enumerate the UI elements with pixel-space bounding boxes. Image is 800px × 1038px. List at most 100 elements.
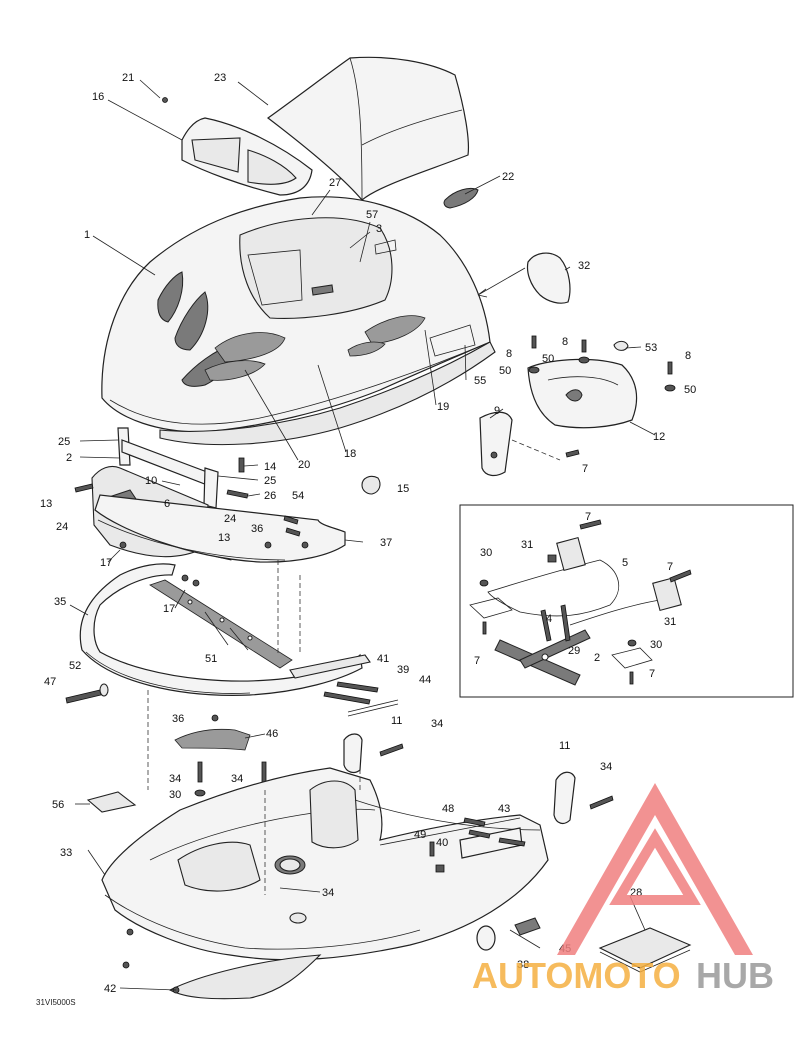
callout-20: 20 — [298, 459, 310, 471]
callout-26: 26 — [264, 490, 276, 502]
callout-22: 22 — [502, 171, 514, 183]
callout-30b: 30 — [480, 547, 492, 559]
callout-34d: 34 — [600, 761, 612, 773]
callout-34c: 34 — [231, 773, 243, 785]
callout-25b: 25 — [264, 475, 276, 487]
callout-34b: 34 — [169, 773, 181, 785]
callout-52: 52 — [69, 660, 81, 672]
callout-50b: 50 — [499, 365, 511, 377]
callout-4: 4 — [546, 613, 552, 625]
callout-2b: 2 — [594, 652, 600, 664]
callout-27: 27 — [329, 177, 341, 189]
callout-29: 29 — [568, 645, 580, 657]
callout-49: 49 — [414, 829, 426, 841]
callout-8a: 8 — [506, 348, 512, 360]
callout-46: 46 — [266, 728, 278, 740]
callout-19: 19 — [437, 401, 449, 413]
callout-13b: 13 — [218, 532, 230, 544]
callout-7a: 7 — [582, 463, 588, 475]
decal — [86, 791, 137, 813]
detail-inset — [459, 504, 794, 698]
callout-8c: 8 — [685, 350, 691, 362]
callout-42: 42 — [104, 983, 116, 995]
callout-47: 47 — [44, 676, 56, 688]
console-panel — [162, 97, 313, 196]
callout-7e: 7 — [649, 668, 655, 680]
callout-11a: 11 — [391, 715, 402, 727]
diagram-code: 31VI5000S — [36, 998, 76, 1007]
callout-7d: 7 — [474, 655, 480, 667]
callout-40: 40 — [436, 837, 448, 849]
callout-24b: 24 — [224, 513, 236, 525]
callout-11b: 11 — [559, 740, 570, 752]
callout-17a: 17 — [100, 557, 112, 569]
gauge-support — [479, 358, 638, 477]
callout-1: 1 — [84, 229, 90, 241]
callout-38: 38 — [517, 959, 529, 971]
callout-25a: 25 — [58, 436, 70, 448]
callout-39: 39 — [397, 664, 409, 676]
callout-30a: 30 — [169, 789, 181, 801]
watermark-text-a: AUTOMOTO — [472, 955, 681, 996]
callout-13a: 13 — [40, 498, 52, 510]
callout-32: 32 — [578, 260, 590, 272]
callout-2a: 2 — [66, 452, 72, 464]
callout-10: 10 — [145, 475, 157, 487]
windshield — [266, 56, 469, 201]
callout-labels: 21 16 23 22 27 57 3 1 32 8 8 53 8 50 50 … — [36, 72, 696, 1007]
callout-15: 15 — [397, 483, 409, 495]
callout-54: 54 — [292, 490, 304, 502]
callout-5: 5 — [622, 557, 628, 569]
callout-17b: 17 — [163, 603, 175, 615]
callout-51: 51 — [205, 653, 217, 665]
callout-6: 6 — [164, 498, 170, 510]
bumper — [65, 563, 399, 717]
callout-31b: 31 — [664, 616, 676, 628]
callout-50a: 50 — [542, 353, 554, 365]
small-parts-lower — [476, 917, 692, 973]
callout-30c: 30 — [650, 639, 662, 651]
lower-bracket — [94, 494, 346, 563]
callout-36a: 36 — [251, 523, 263, 535]
callout-34a: 34 — [431, 718, 443, 730]
callout-7c: 7 — [667, 561, 673, 573]
callout-3: 3 — [376, 223, 382, 235]
callout-9: 9 — [494, 405, 500, 417]
callout-8b: 8 — [562, 336, 568, 348]
mounting-brackets — [343, 733, 614, 873]
leader-lines — [69, 79, 656, 991]
watermark-text-b: HUB — [696, 955, 774, 996]
callout-21: 21 — [122, 72, 134, 84]
callout-37: 37 — [380, 537, 392, 549]
callout-31a: 31 — [521, 539, 533, 551]
callout-41: 41 — [377, 653, 389, 665]
bottom-pan — [101, 560, 549, 1000]
callout-36b: 36 — [172, 713, 184, 725]
callout-57: 57 — [366, 209, 378, 221]
callout-16: 16 — [92, 91, 104, 103]
callout-23: 23 — [214, 72, 226, 84]
callout-24a: 24 — [56, 521, 68, 533]
side-panel — [477, 252, 571, 304]
callout-53: 53 — [645, 342, 657, 354]
brace — [174, 714, 267, 797]
callout-14: 14 — [264, 461, 276, 473]
callout-44: 44 — [419, 674, 431, 686]
callout-48: 48 — [442, 803, 454, 815]
logo-triangle-icon — [557, 783, 753, 955]
fastener-group-upper — [528, 335, 676, 392]
callout-35: 35 — [54, 596, 66, 608]
callout-34e: 34 — [322, 887, 334, 899]
grab-handle — [443, 187, 479, 209]
callout-56: 56 — [52, 799, 64, 811]
callout-43: 43 — [498, 803, 510, 815]
callout-50c: 50 — [684, 384, 696, 396]
callout-7b: 7 — [585, 511, 591, 523]
callout-55: 55 — [474, 375, 486, 387]
callout-33: 33 — [60, 847, 72, 859]
callout-18: 18 — [344, 448, 356, 460]
watermark-logo: AUTOMOTO HUB — [472, 783, 774, 996]
callout-12: 12 — [653, 431, 665, 443]
hood — [101, 196, 496, 495]
